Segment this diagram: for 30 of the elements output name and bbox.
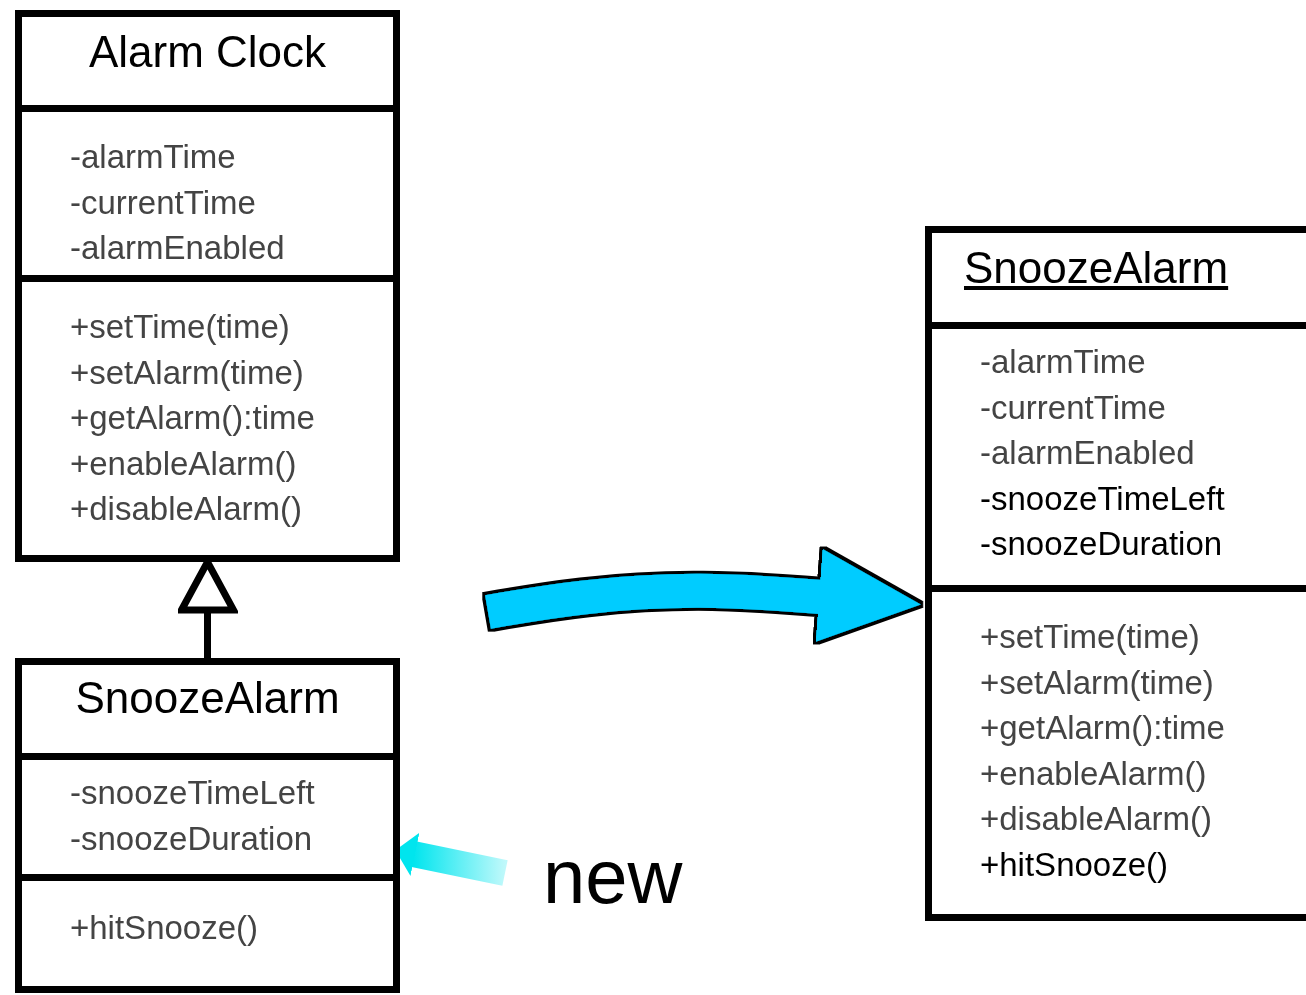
class-member: -alarmEnabled <box>70 228 285 268</box>
class-member: +disableAlarm() <box>980 799 1212 839</box>
class-name: Alarm Clock <box>87 27 328 77</box>
class-name: SnoozeAlarm <box>964 243 1229 293</box>
class-member: +hitSnooze() <box>980 844 1169 885</box>
class-member: -snoozeDuration <box>980 524 1223 564</box>
class-box <box>15 658 400 993</box>
class-member: +enableAlarm() <box>70 443 297 484</box>
class-member: -snoozeDuration <box>70 818 313 859</box>
class-member: +setAlarm(time) <box>980 662 1214 703</box>
class-member: +setAlarm(time) <box>70 352 304 393</box>
class-member: +getAlarm():time <box>980 708 1225 748</box>
class-member: +setTime(time) <box>980 617 1200 657</box>
class-member: -snoozeTimeLeft <box>980 478 1225 519</box>
class-member: -alarmTime <box>70 137 236 177</box>
block-arrow <box>485 549 921 642</box>
class-member: -currentTime <box>980 387 1166 428</box>
class-box <box>925 226 1306 921</box>
class-name: SnoozeAlarm <box>74 673 341 723</box>
class-member: +disableAlarm() <box>70 489 302 529</box>
class-member: -alarmEnabled <box>980 433 1195 473</box>
class-member: -currentTime <box>70 182 256 223</box>
class-member: +getAlarm():time <box>70 398 315 438</box>
class-member: +hitSnooze() <box>70 908 259 948</box>
class-box <box>15 10 400 562</box>
class-member: +enableAlarm() <box>980 753 1207 794</box>
class-member: -alarmTime <box>980 342 1146 382</box>
class-member: +setTime(time) <box>70 307 290 347</box>
class-member: -snoozeTimeLeft <box>70 773 315 813</box>
note-text: new <box>543 833 693 919</box>
